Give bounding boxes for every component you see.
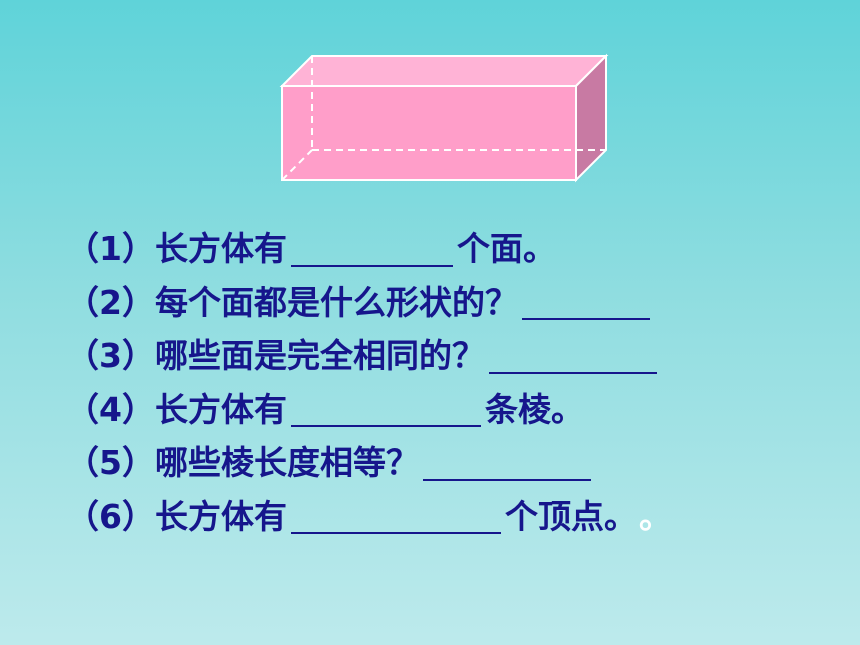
question-2: （2）每个面都是什么形状的？ [66, 276, 672, 330]
question-6: （6）长方体有 个顶点。。 [66, 490, 672, 544]
question-number: （1） [66, 229, 155, 268]
cuboid-top-face [279, 55, 609, 87]
question-4: （4）长方体有 条棱。 [66, 383, 672, 437]
question-suffix: 个顶点。 [504, 496, 637, 536]
question-text: 哪些面是完全相同的？ [154, 336, 485, 375]
question-list: （1）长方体有个面。 （2）每个面都是什么形状的？ （3）哪些面是完全相同的？ … [66, 222, 672, 543]
answer-blank [521, 286, 650, 320]
answer-blank [290, 233, 453, 267]
question-1: （1）长方体有 个面。 [66, 222, 672, 276]
question-text: 长方体有 [154, 229, 287, 268]
question-text: 长方体有 [154, 389, 287, 429]
trailing-period: 。 [638, 496, 672, 536]
answer-blank [422, 447, 591, 481]
question-suffix: 个面。 [456, 229, 556, 268]
answer-blank [290, 500, 501, 534]
question-number: （3） [66, 336, 155, 375]
question-text: 长方体有 [154, 496, 287, 536]
question-suffix: 条棱。 [484, 389, 584, 429]
question-3: （3）哪些面是完全相同的？ [66, 329, 672, 383]
cuboid-diagram [279, 53, 609, 183]
answer-blank [488, 340, 657, 374]
question-5: （5）哪些棱长度相等？ [66, 436, 672, 490]
question-number: （4） [66, 389, 155, 429]
question-number: （5） [66, 443, 155, 482]
question-number: （2） [66, 282, 155, 322]
question-number: （6） [66, 496, 155, 536]
question-text: 哪些棱长度相等？ [154, 443, 419, 482]
cuboid-front-face [281, 85, 577, 181]
answer-blank [290, 393, 481, 427]
question-text: 每个面都是什么形状的？ [154, 282, 518, 322]
